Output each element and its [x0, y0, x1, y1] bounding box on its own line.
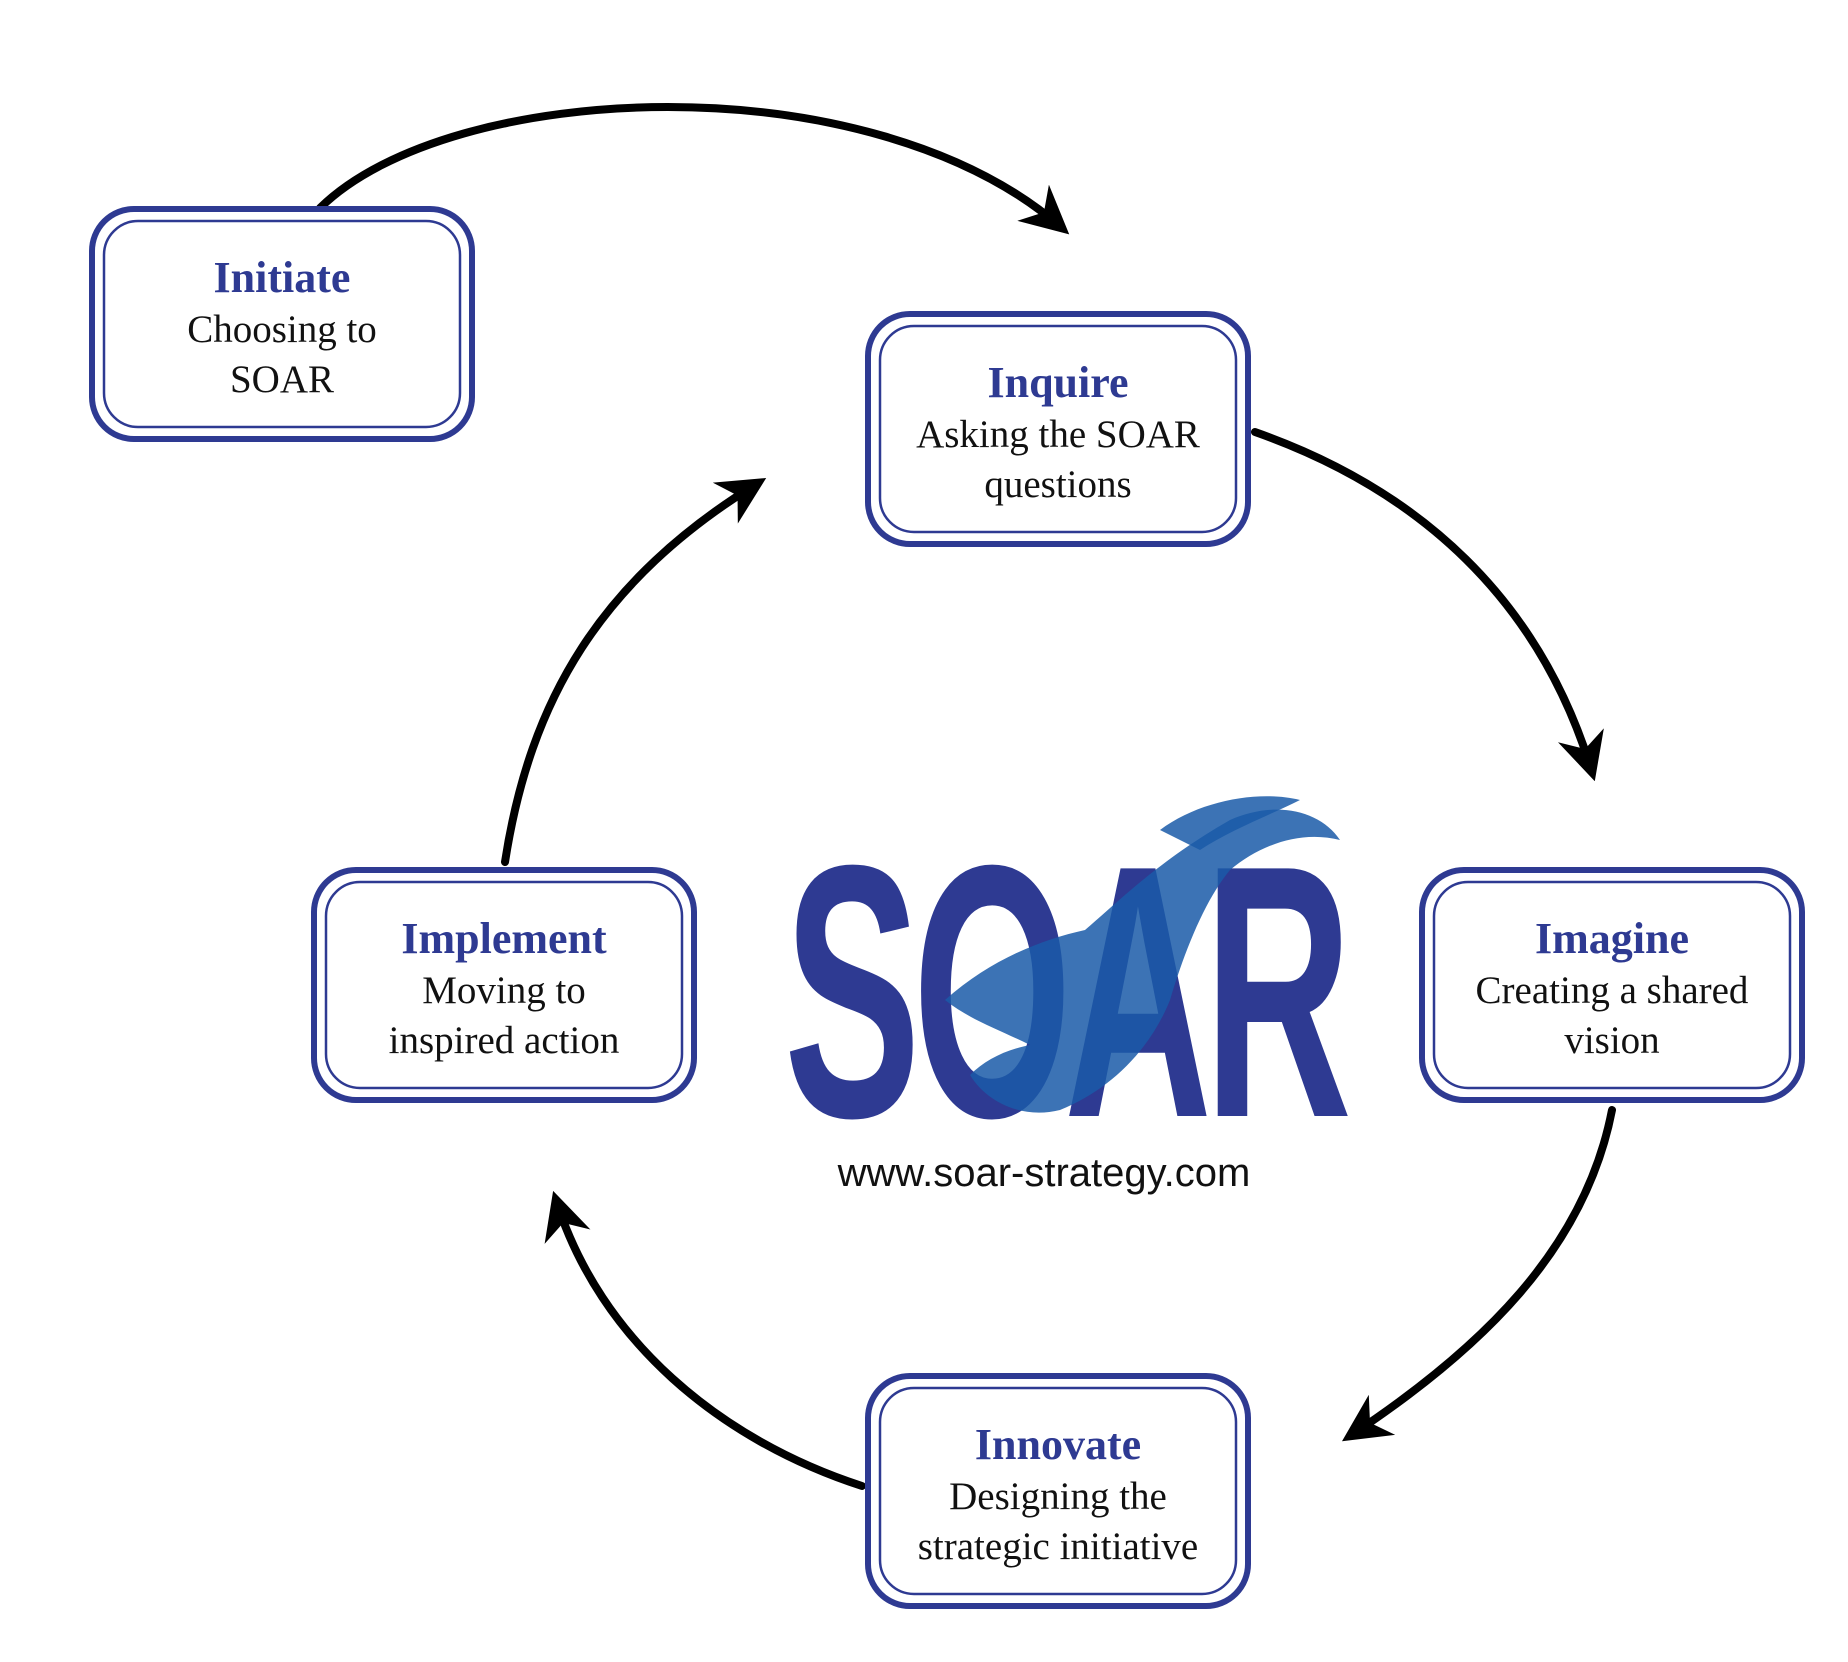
stage-description-line: Designing the — [949, 1475, 1167, 1518]
logo-url: www.soar-strategy.com — [837, 1151, 1251, 1195]
stage-title: Implement — [401, 914, 607, 963]
stage-description-line: SOAR — [230, 358, 334, 401]
stage-title: Inquire — [987, 358, 1128, 407]
stage-box-innovate: Innovate Designing the strategic initiat… — [865, 1373, 1251, 1609]
stage-title: Imagine — [1535, 914, 1689, 963]
stage-box-initiate: Initiate Choosing to SOAR — [89, 206, 475, 442]
stage-box-inquire: Inquire Asking the SOAR questions — [865, 311, 1251, 547]
soar-logo: SOAR www.soar-strategy.com — [784, 791, 1362, 1195]
stage-description-line: questions — [984, 463, 1131, 506]
stage-title: Initiate — [214, 253, 351, 302]
arrow-innovate-to-implement — [544, 1190, 866, 1490]
arrow-implement-to-inquire — [501, 477, 767, 866]
stage-title: Innovate — [975, 1420, 1141, 1469]
arrow-inquire-to-imagine — [1251, 428, 1604, 782]
arrows — [316, 103, 1616, 1490]
stage-description-line: inspired action — [389, 1019, 620, 1062]
stage-description-line: Asking the SOAR — [916, 413, 1200, 456]
stage-box-implement: Implement Moving to inspired action — [311, 867, 697, 1103]
arrow-imagine-to-innovate — [1341, 1106, 1616, 1442]
stage-description-line: vision — [1564, 1019, 1659, 1062]
stage-description-line: Moving to — [422, 969, 586, 1012]
stage-description-line: strategic initiative — [918, 1525, 1198, 1568]
stage-box-imagine: Imagine Creating a shared vision — [1419, 867, 1805, 1103]
eagle-icon — [945, 796, 1340, 1113]
stage-description-line: Choosing to — [187, 308, 377, 351]
stage-description-line: Creating a shared — [1476, 969, 1749, 1012]
arrow-initiate-to-inquire — [316, 103, 1070, 235]
